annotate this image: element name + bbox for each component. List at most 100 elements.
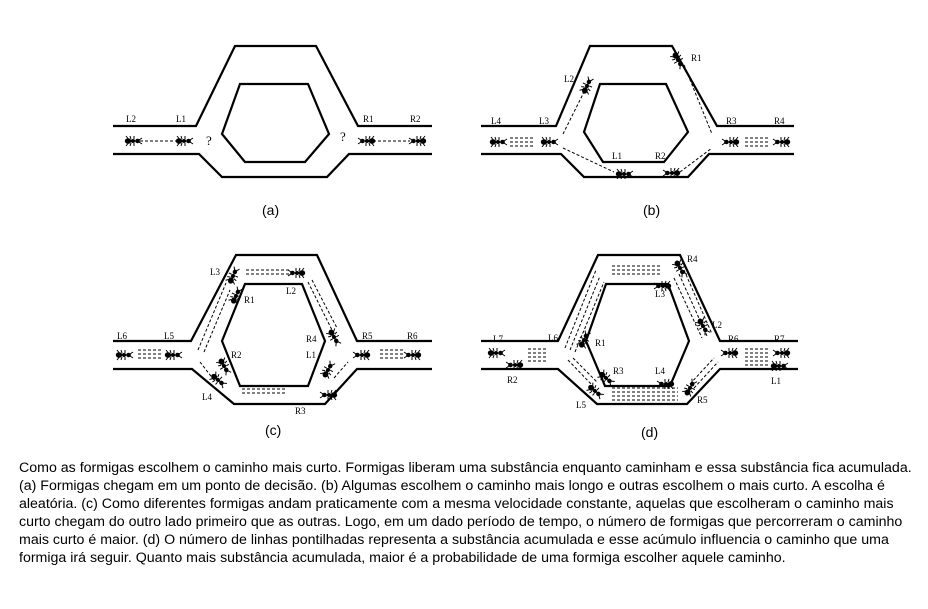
marker-label: R6	[728, 334, 739, 344]
marker-label: R1	[595, 338, 606, 348]
ant-icon	[115, 349, 134, 361]
panel-label: (a)	[262, 202, 279, 218]
marker-label: L7	[493, 334, 503, 344]
marker-label: R1	[244, 295, 255, 305]
marker-label: L2	[712, 320, 722, 330]
marker-label: R2	[410, 114, 421, 124]
ant-icon	[720, 347, 739, 359]
inner-obstacle	[220, 82, 331, 164]
ant-icon	[403, 349, 422, 361]
marker-label: L5	[576, 400, 586, 410]
ant-icon	[352, 349, 371, 361]
marker-label: L4	[655, 366, 665, 376]
outer-track-top	[481, 44, 794, 128]
marker-label: L5	[164, 331, 174, 341]
trail-path	[197, 282, 227, 351]
ant-icon	[585, 381, 606, 402]
inner-obstacle	[584, 282, 691, 388]
ant-icon	[540, 136, 559, 148]
marker-label: R1	[691, 53, 702, 63]
trail-path	[199, 361, 215, 381]
trail-path	[683, 269, 713, 335]
ant-icon	[175, 135, 194, 147]
marker-label: R4	[306, 334, 317, 344]
marker-label: L6	[548, 333, 558, 343]
ant-icon	[721, 136, 740, 148]
trail-path	[683, 64, 713, 135]
marker-label: L1	[176, 114, 186, 124]
question-mark: ?	[340, 129, 346, 144]
ant-icon	[287, 267, 306, 279]
ant-icon	[124, 135, 143, 147]
outer-track-top	[113, 44, 432, 128]
trail-path	[562, 147, 615, 173]
marker-label: L6	[117, 331, 127, 341]
trail-path	[673, 277, 703, 339]
marker-label: L4	[202, 392, 212, 402]
panel-b: L4 L3 L2 L1 R2 R1 R3 R4 (b)	[481, 44, 794, 218]
trail-path	[307, 281, 333, 331]
outer-track-top	[481, 253, 798, 343]
ant-icon	[164, 349, 183, 361]
panel-d: L7 R2 L6 R1 R4 L3 L2 R3 L4 L5 R5 R6 R7 L…	[481, 253, 798, 440]
panel-label: (b)	[643, 202, 660, 218]
marker-label: L3	[539, 116, 549, 126]
trail-path	[311, 279, 338, 329]
marker-label: L2	[286, 286, 296, 296]
outer-track-bottom	[481, 152, 794, 179]
outer-track-bottom	[113, 152, 432, 179]
marker-label: R3	[295, 406, 306, 416]
marker-label: R2	[655, 151, 666, 161]
panel-label: (c)	[265, 422, 281, 438]
marker-label: L1	[306, 350, 316, 360]
trail-path	[333, 361, 349, 379]
ant-icon	[227, 285, 245, 307]
ant-icon	[357, 135, 376, 147]
marker-label: R4	[774, 116, 785, 126]
marker-label: R5	[697, 395, 708, 405]
panel-c: L6 L5 L3 R1 L2 R2 R4 L1 R5 R6 L4 R3 (c)	[113, 253, 432, 438]
marker-label: R2	[507, 375, 518, 385]
marker-label: R5	[362, 331, 373, 341]
trail-path	[564, 269, 597, 349]
ant-icon	[319, 359, 338, 381]
marker-label: L3	[655, 289, 665, 299]
marker-label: R1	[363, 114, 374, 124]
trail-path	[567, 359, 593, 386]
marker-label: R3	[613, 366, 624, 376]
ant-icon	[772, 347, 791, 359]
trail-path	[203, 289, 231, 353]
trail-path	[689, 357, 715, 385]
ant-icon	[208, 370, 229, 391]
outer-track-top	[113, 253, 432, 343]
figure-caption: Como as formigas escolhem o caminho mais…	[19, 460, 912, 566]
marker-label: L3	[210, 267, 220, 277]
outer-track-bottom	[481, 367, 798, 406]
trail-path	[569, 275, 601, 351]
ant-icon	[578, 75, 596, 97]
marker-label: L2	[564, 74, 574, 84]
trail-path	[679, 147, 713, 173]
question-mark: ?	[206, 133, 212, 148]
marker-label: L2	[126, 114, 136, 124]
trail-path	[693, 361, 719, 389]
marker-label: R3	[726, 116, 737, 126]
ant-icon	[408, 135, 427, 147]
panel-label: (d)	[641, 424, 658, 440]
inner-obstacle	[220, 282, 327, 388]
marker-label: L1	[612, 151, 622, 161]
marker-label: R2	[231, 350, 242, 360]
marker-label: L4	[491, 116, 501, 126]
ant-icon	[224, 265, 242, 287]
marker-label: R6	[407, 331, 418, 341]
marker-label: R4	[687, 254, 698, 264]
trail-path	[572, 357, 598, 383]
inner-obstacle	[582, 82, 690, 164]
marker-label: R7	[774, 334, 785, 344]
ant-icon	[772, 136, 791, 148]
ant-icon	[489, 136, 508, 148]
panel-a: L2 L1 R1 R2 ? ? (a)	[113, 44, 432, 218]
ant-icon	[487, 347, 506, 359]
ant-colony-diagram: L2 L1 R1 R2 ? ? (a) L4 L3 L2 L1 R2 R1	[113, 44, 798, 440]
ant-icon	[325, 326, 344, 348]
